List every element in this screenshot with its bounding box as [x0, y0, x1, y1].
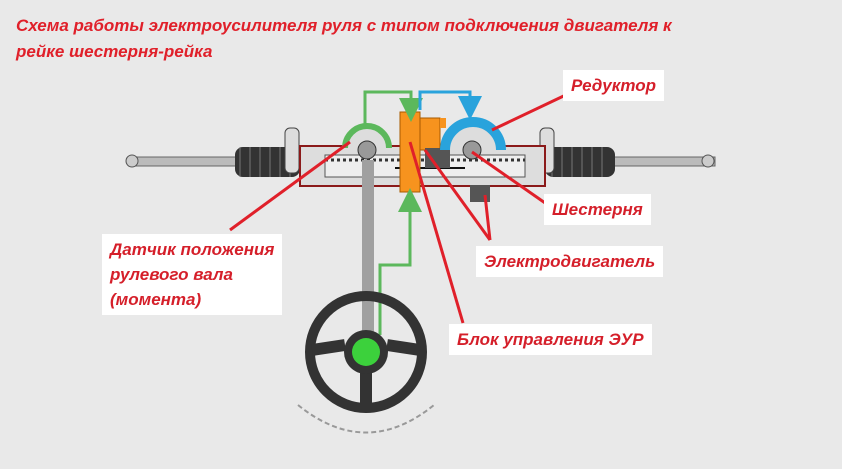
label-gear: Шестерня — [544, 194, 651, 225]
rotation-arrow — [297, 404, 435, 434]
ecu-block — [399, 111, 421, 193]
sensor-signal-arrow — [363, 90, 423, 128]
label-torque-sensor: Датчик положения рулевого вала (момента) — [102, 234, 283, 315]
sensor-label-line1: Датчик положения — [110, 240, 275, 259]
electric-motor — [425, 148, 450, 168]
sensor-label-line3: (момента) — [110, 290, 202, 309]
left-boot — [235, 147, 300, 177]
label-motor: Электродвигатель — [476, 246, 664, 277]
diagram-title-line2: рейке шестерня-рейка — [16, 42, 213, 61]
torque-sensor — [342, 123, 392, 149]
steering-column — [362, 160, 374, 350]
steering-wheel — [305, 291, 427, 413]
leader-lines — [229, 90, 573, 324]
label-reducer: Редуктор — [563, 70, 665, 101]
label-ecu: Блок управления ЭУР — [449, 324, 652, 355]
reducer — [440, 117, 506, 151]
diagram-title-line1: Схема работы электроусилителя руля с тип… — [16, 16, 672, 35]
right-boot — [545, 147, 615, 177]
motor-control-arrow — [418, 90, 482, 120]
sensor-label-line2: рулевого вала — [110, 265, 233, 284]
